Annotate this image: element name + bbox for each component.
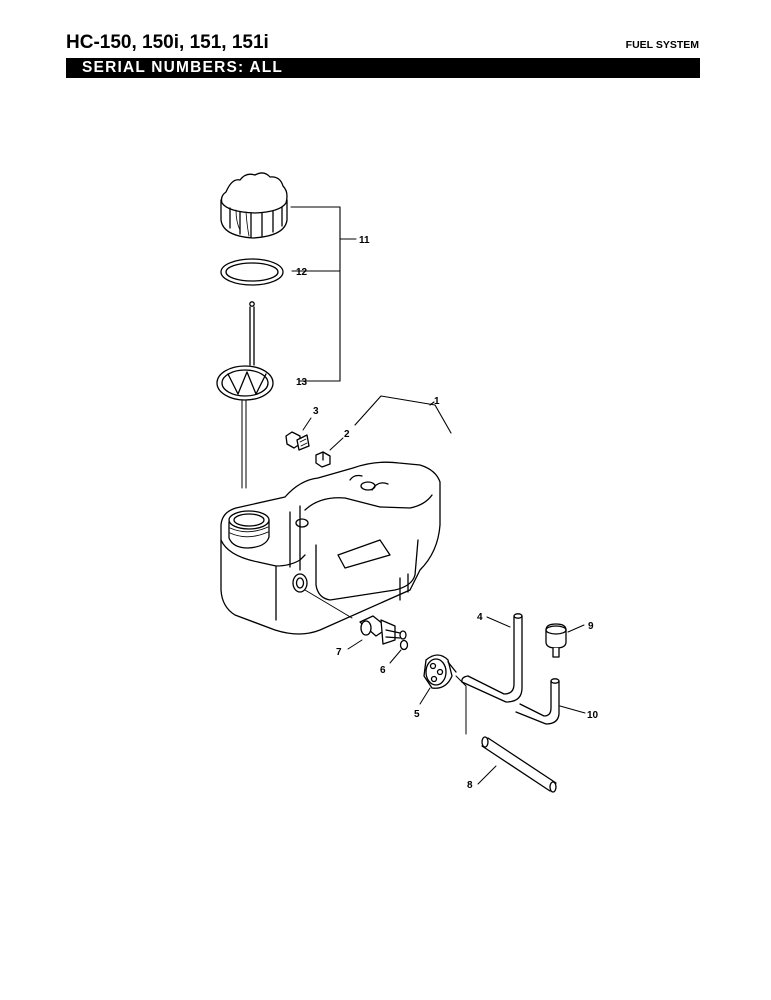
callout-7: 7: [336, 647, 342, 658]
callout-13: 13: [296, 377, 308, 388]
part-13-fuel-filter: [216, 301, 274, 489]
callout-6-leader: [389, 649, 402, 664]
part-4-fuel-line: [461, 613, 523, 703]
callout-3: 3: [313, 406, 319, 417]
bracket-11-12-13: [290, 206, 357, 382]
callout-10-leader: [559, 705, 586, 714]
callout-5-leader: [419, 687, 431, 705]
serial-numbers-banner: SERIAL NUMBERS: ALL: [66, 58, 700, 78]
callout-6: 6: [380, 665, 386, 676]
callout-1: 1: [434, 396, 440, 407]
part-11-fuel-cap: [220, 172, 288, 239]
callout-5: 5: [414, 709, 420, 720]
callout-7-leader: [347, 639, 363, 650]
part-5-grommet: [423, 654, 457, 689]
callout-4-leader: [486, 616, 511, 628]
callout-3-leader: [302, 417, 312, 431]
callout-9: 9: [588, 621, 594, 632]
callout-2-leader: [329, 437, 344, 451]
section-label: FUEL SYSTEM: [625, 39, 699, 51]
part-3-screw: [285, 431, 310, 451]
part-6-small-o-ring: [399, 639, 409, 651]
callout-2: 2: [344, 429, 350, 440]
part-12-o-ring: [220, 258, 284, 286]
callout-9-leader: [567, 624, 585, 633]
page-title: HC-150, 150i, 151, 151i: [66, 32, 269, 53]
callout-12: 12: [296, 267, 308, 278]
serial-numbers-text: SERIAL NUMBERS: ALL: [82, 59, 284, 76]
callout-11: 11: [359, 235, 370, 246]
callout-8: 8: [467, 780, 473, 791]
assembly-line-tank-to-connector: [304, 589, 353, 619]
callout-10: 10: [587, 710, 599, 721]
callout-4: 4: [477, 612, 483, 623]
part-1-fuel-tank: [220, 461, 441, 635]
part-2-spacer: [315, 451, 331, 468]
callout-8-leader: [477, 765, 497, 785]
part-10-return-line: [515, 678, 560, 725]
callout-1-leader: [354, 395, 452, 434]
part-7-connector: [359, 615, 407, 645]
part-8-hose: [455, 675, 557, 793]
part-9-vent: [545, 623, 567, 658]
